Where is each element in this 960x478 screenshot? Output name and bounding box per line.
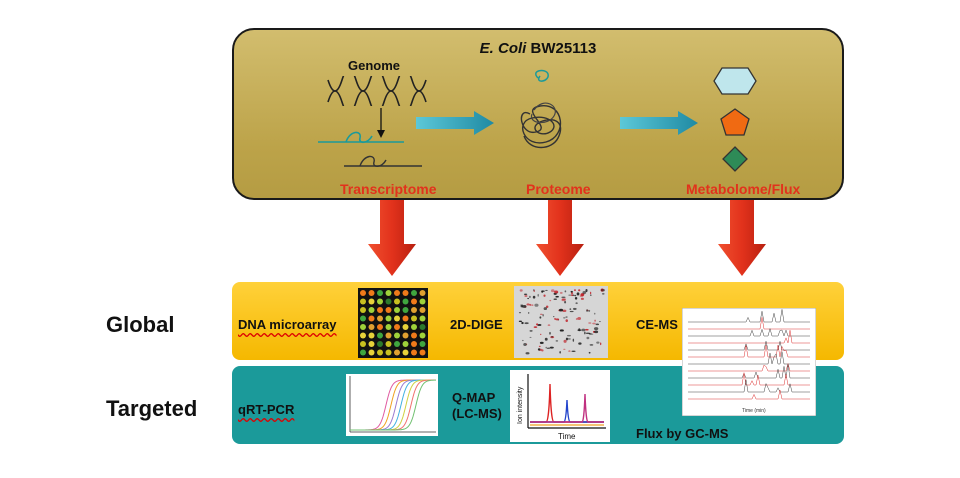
global-row-label: Global xyxy=(106,312,175,337)
targeted-row-label: Targeted xyxy=(106,396,198,421)
transcriptome-down-arrow-icon xyxy=(368,200,416,276)
genome-label: Genome xyxy=(348,58,401,73)
2d-gel-image xyxy=(514,286,608,358)
organism-species: E. Coli xyxy=(479,40,527,57)
ce-ms-label: CE-MS xyxy=(636,317,678,332)
organism-strain: BW25113 xyxy=(526,40,597,57)
ion-intensity-plot: Ion intensity Time xyxy=(510,370,610,442)
mrna-icon xyxy=(318,131,422,167)
transcription-arrow-icon xyxy=(377,108,385,138)
microarray-image xyxy=(358,288,428,358)
2d-dige-label: 2D-DIGE xyxy=(450,317,503,332)
translation-arrow-icon xyxy=(416,111,494,135)
lc-ms-label: (LC-MS) xyxy=(452,406,502,421)
dna-helix-icon xyxy=(327,76,427,106)
protein-icon xyxy=(520,69,562,149)
dna-microarray-label: DNA microarray xyxy=(238,317,337,332)
proteome-label: Proteome xyxy=(526,181,591,197)
metabolism-arrow-icon xyxy=(620,111,698,135)
diamond-metabolite-icon xyxy=(722,146,748,172)
q-map-label: Q-MAP xyxy=(452,390,496,405)
qpcr-amplification-plot xyxy=(346,374,438,436)
ce-ms-x-label: Time (min) xyxy=(742,408,766,414)
flux-gc-ms-label: Flux by GC-MS xyxy=(636,426,729,441)
ce-ms-electropherogram: Time (min) xyxy=(682,308,816,416)
transcriptome-label: Transcriptome xyxy=(340,181,437,197)
ion-intensity-x-label: Time xyxy=(558,432,576,441)
proteome-down-arrow-icon xyxy=(536,200,584,276)
qrt-pcr-label: qRT-PCR xyxy=(238,402,295,417)
hexagon-metabolite-icon xyxy=(713,67,757,95)
organism-title: E. Coli BW25113 xyxy=(234,40,842,57)
pentagon-metabolite-icon xyxy=(720,108,750,136)
metabolome-flux-label: Metabolome/Flux xyxy=(686,181,801,197)
metabolome-down-arrow-icon xyxy=(718,200,766,276)
ion-intensity-y-label: Ion intensity xyxy=(517,386,524,424)
